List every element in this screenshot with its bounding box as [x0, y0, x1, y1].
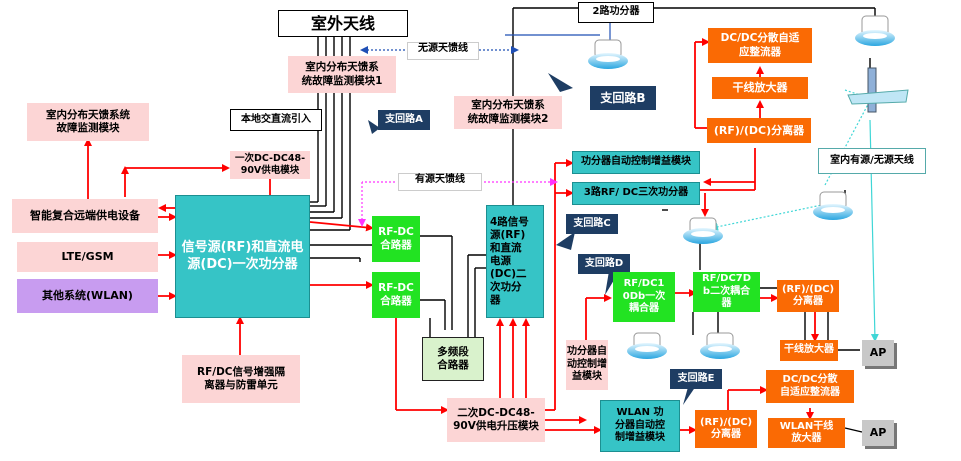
monitor-module-left: 室内分布天馈系统 故障监测模块 [27, 103, 149, 141]
lte-gsm-box: LTE/GSM [17, 242, 158, 272]
two-way-splitter-box: 2路功分器 [578, 2, 654, 23]
ap-box-bottom: AP [862, 420, 894, 446]
separator-mid-box: (RF)/(DC) 分离器 [777, 280, 839, 312]
dc-adaptive-rectifier-bottom: DC/DC分散 自适应整流器 [766, 370, 854, 403]
red-signal-lines [84, 38, 819, 437]
coupler-7db-box: RF/DC7D b二次耦合 器 [693, 272, 760, 312]
magenta-dotted-lines [358, 178, 558, 227]
rf-dc-combiner-1: RF-DC 合路器 [372, 216, 420, 262]
monitor-module-2: 室内分布天馈系 统故障监测模块2 [454, 96, 562, 129]
trunk-amplifier-top: 干线放大器 [712, 77, 808, 99]
trunk-amplifier-mid: 干线放大器 [780, 340, 838, 361]
blue-lines [360, 22, 611, 54]
branch-c-callout: 支回路C [566, 214, 618, 234]
four-way-splitter-box: 4路信号 源(RF) 和直流 电源 (DC)二 次功分 器 [486, 205, 544, 318]
active-feeder-label: 有源天馈线 [398, 173, 482, 191]
antenna-icon [855, 15, 895, 46]
ap-box-top: AP [862, 340, 894, 366]
other-wlan-box: 其他系统(WLAN) [17, 279, 158, 313]
branch-d-callout: 支回路D [578, 254, 630, 274]
branch-b-callout: 支回路B [590, 86, 656, 110]
dc-module-1: 一次DC-DC48- 90V供电模块 [230, 151, 310, 179]
coupler-10db-box: RF/DC1 0Db一次 耦合器 [613, 272, 675, 322]
dc-module-2: 二次DC-DC48- 90V供电升压模块 [447, 398, 545, 442]
wlan-auto-gain-box: WLAN 功 分器自动控 制增益模块 [600, 400, 680, 452]
local-dc-box: 本地交直流引入 [230, 109, 322, 131]
passive-feeder-label: 无源天馈线 [407, 42, 479, 60]
wlan-trunk-amplifier-box: WLAN干线 放大器 [768, 418, 845, 448]
antenna-icon [588, 39, 628, 69]
three-way-splitter-box: 3路RF/ DC三次功分器 [572, 182, 700, 205]
outdoor-antenna-box: 室外天线 [278, 10, 408, 37]
main-splitter-box: 信号源(RF)和直流电 源(DC)一次功分器 [175, 195, 310, 318]
separator-bottom-box: (RF)/(DC) 分离器 [695, 410, 757, 448]
ceiling-antennas [588, 15, 909, 359]
rf-dc-combiner-2: RF-DC 合路器 [372, 272, 420, 318]
antenna-icon [700, 332, 740, 359]
dc-adaptive-rectifier-top: DC/DC分散自适 应整流器 [708, 28, 812, 63]
branch-e-callout: 支回路E [670, 369, 722, 389]
auto-gain-module-box: 功分器自动控制增益模块 [572, 151, 700, 174]
branch-a-callout: 支回路A [378, 110, 430, 130]
monitor-module-1: 室内分布天馈系 统故障监测模块1 [288, 56, 396, 93]
multiband-combiner-box: 多频段 合路器 [422, 337, 484, 381]
panel-antenna-icon [847, 67, 909, 113]
rf-dc-separator-top: (RF)/(DC)分离器 [707, 118, 811, 143]
antenna-icon [813, 191, 853, 220]
indoor-antenna-label: 室内有源/无源天线 [818, 148, 926, 174]
smart-remote-power-box: 智能复合远端供电设备 [12, 199, 158, 233]
rf-dc-isolator-box: RF/DC信号增强隔 离器与防雷单元 [182, 355, 300, 403]
auto-gain-side-box: 功分器自 动控制增 益模块 [566, 340, 608, 390]
antenna-icon [683, 217, 723, 244]
antenna-icon [627, 332, 667, 359]
